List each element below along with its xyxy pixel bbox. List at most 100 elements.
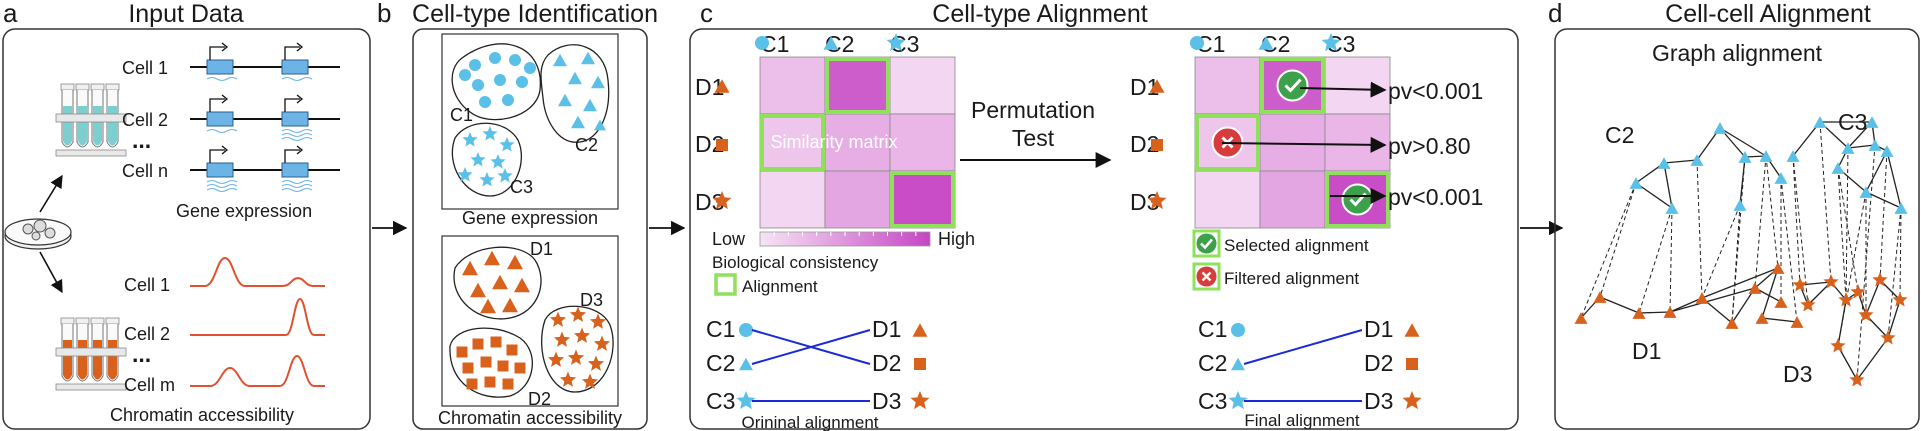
orig-left-c1: C1 (706, 316, 735, 342)
graph-edge (1847, 144, 1876, 149)
final-alignment-caption: Final alignment (1244, 411, 1360, 430)
transcript-wave (281, 132, 313, 138)
transcript-wave (206, 179, 238, 185)
tube-liquid (78, 106, 87, 146)
blue-triangle-icon (583, 98, 597, 112)
blue-triangle-icon (1868, 139, 1882, 151)
orig-right-d2: D2 (872, 350, 901, 376)
orange-star-icon (559, 371, 577, 387)
matrix-cell (889, 113, 956, 172)
blue-triangle-icon (591, 75, 605, 89)
final-left-c1: C1 (1198, 316, 1227, 342)
check-mark (1349, 192, 1367, 207)
matrix-cell (759, 56, 826, 115)
gene-box (206, 111, 234, 127)
orange-triangle-icon (1574, 312, 1588, 324)
transcript-wave (281, 183, 313, 189)
final-alignment: C1 C2 C3 D1 D2 D3 Final alignment (1198, 316, 1422, 430)
accessibility-peak-track (190, 256, 325, 287)
blue-triangle-icon (1231, 357, 1245, 371)
blue-triangle-icon (1733, 199, 1747, 211)
gene-box (281, 59, 309, 75)
orange-star-icon (593, 335, 611, 351)
blue-triangle-icon (1880, 145, 1894, 157)
orange-square-icon (1151, 139, 1163, 151)
graph-edge (1638, 311, 1671, 314)
blue-triangle-icon (1657, 157, 1671, 169)
graph-edge (1663, 159, 1698, 164)
alignment-highlight (1325, 171, 1390, 228)
blue-circle-icon (469, 59, 481, 71)
cross-graph-edge (1731, 204, 1741, 324)
orange-square-icon (502, 378, 514, 390)
gene-cluster-shapes (457, 51, 606, 187)
orange-star-icon (1830, 338, 1846, 353)
pvalue-arrows (1221, 81, 1387, 204)
blue-circle-icon (524, 62, 536, 74)
transcript-wave (206, 187, 238, 193)
orange-triangle-icon (1725, 317, 1739, 329)
cluster-d1-blob (453, 246, 542, 320)
blue-triangle-icon (1865, 116, 1879, 128)
graph-edge (1701, 267, 1779, 299)
matrix-cell (824, 56, 891, 115)
permutation-test-label-1: Permutation (971, 97, 1095, 123)
orange-star-icon (1892, 292, 1908, 307)
colorbar-ticks (773, 232, 917, 236)
permutation-test-label-2: Test (1012, 125, 1055, 151)
cross-graph-edge (1819, 121, 1832, 283)
orange-star-icon (1792, 277, 1808, 292)
orange-square-icon (456, 346, 468, 358)
matrix-cell (1324, 56, 1391, 115)
colorbar-low-label: Low (712, 229, 746, 249)
blue-triangle-icon (1629, 177, 1643, 189)
cross-graph-edge (1599, 182, 1637, 298)
gene-test-tubes-icon (55, 83, 127, 157)
orange-star-icon (712, 191, 732, 210)
panel-d: d Cell-cell Alignment Graph alignment C2… (1548, 0, 1920, 430)
orange-square-icon (462, 362, 474, 374)
gene-box (281, 111, 309, 127)
graph-label-c2: C2 (1605, 122, 1634, 148)
orange-triangle-icon (1663, 306, 1677, 318)
chrom-cluster-caption: Chromatin accessibility (438, 408, 622, 428)
blue-circle-icon (1190, 36, 1204, 50)
panel-a-frame (2, 28, 371, 430)
promoter-arrowhead (296, 145, 304, 155)
cross-icon (1196, 266, 1217, 287)
gene-expression-caption: Gene expression (176, 201, 312, 221)
alignment-legend-swatch (714, 273, 737, 296)
graph-edge (1865, 279, 1881, 316)
gene-cell-n-label: Cell n (122, 161, 168, 181)
panel-a-letter: a (3, 0, 18, 28)
cluster-d1-label: D1 (530, 239, 553, 259)
orange-triangle-icon (1771, 262, 1785, 274)
orange-star-icon (581, 373, 599, 389)
orange-square-icon (472, 338, 484, 350)
chrom-cell-m-label: Cell m (124, 375, 175, 395)
promoter-arrow-icon (284, 46, 300, 60)
cross-graph-edge (1837, 167, 1847, 301)
orange-triangle-icon (1404, 323, 1420, 337)
matrix-cell (889, 56, 956, 115)
similarity-matrix-label: Similarity matrix (770, 132, 897, 152)
blue-circle-icon (494, 74, 506, 86)
blue-circle-icon (502, 94, 514, 106)
graph-edge (1669, 287, 1756, 313)
orange-star-icon (1800, 297, 1816, 312)
pvalue-d2: pv>0.80 (1388, 133, 1471, 159)
left-header-icons (712, 33, 906, 210)
orange-triangle-icon (1755, 312, 1769, 324)
orange-star-icon (1147, 191, 1167, 210)
tube-liquid (93, 340, 102, 380)
orange-star-icon (573, 327, 591, 343)
matrix-cell (759, 113, 826, 172)
cluster-c1-label: C1 (450, 105, 473, 125)
colorbar-high-label: High (938, 229, 975, 249)
transcript-wave (281, 76, 313, 82)
chrom-cell-2-label: Cell 2 (124, 324, 170, 344)
tube-rack-base (55, 383, 127, 391)
orange-star-icon (549, 311, 567, 327)
blue-triangle-icon (1841, 142, 1855, 154)
